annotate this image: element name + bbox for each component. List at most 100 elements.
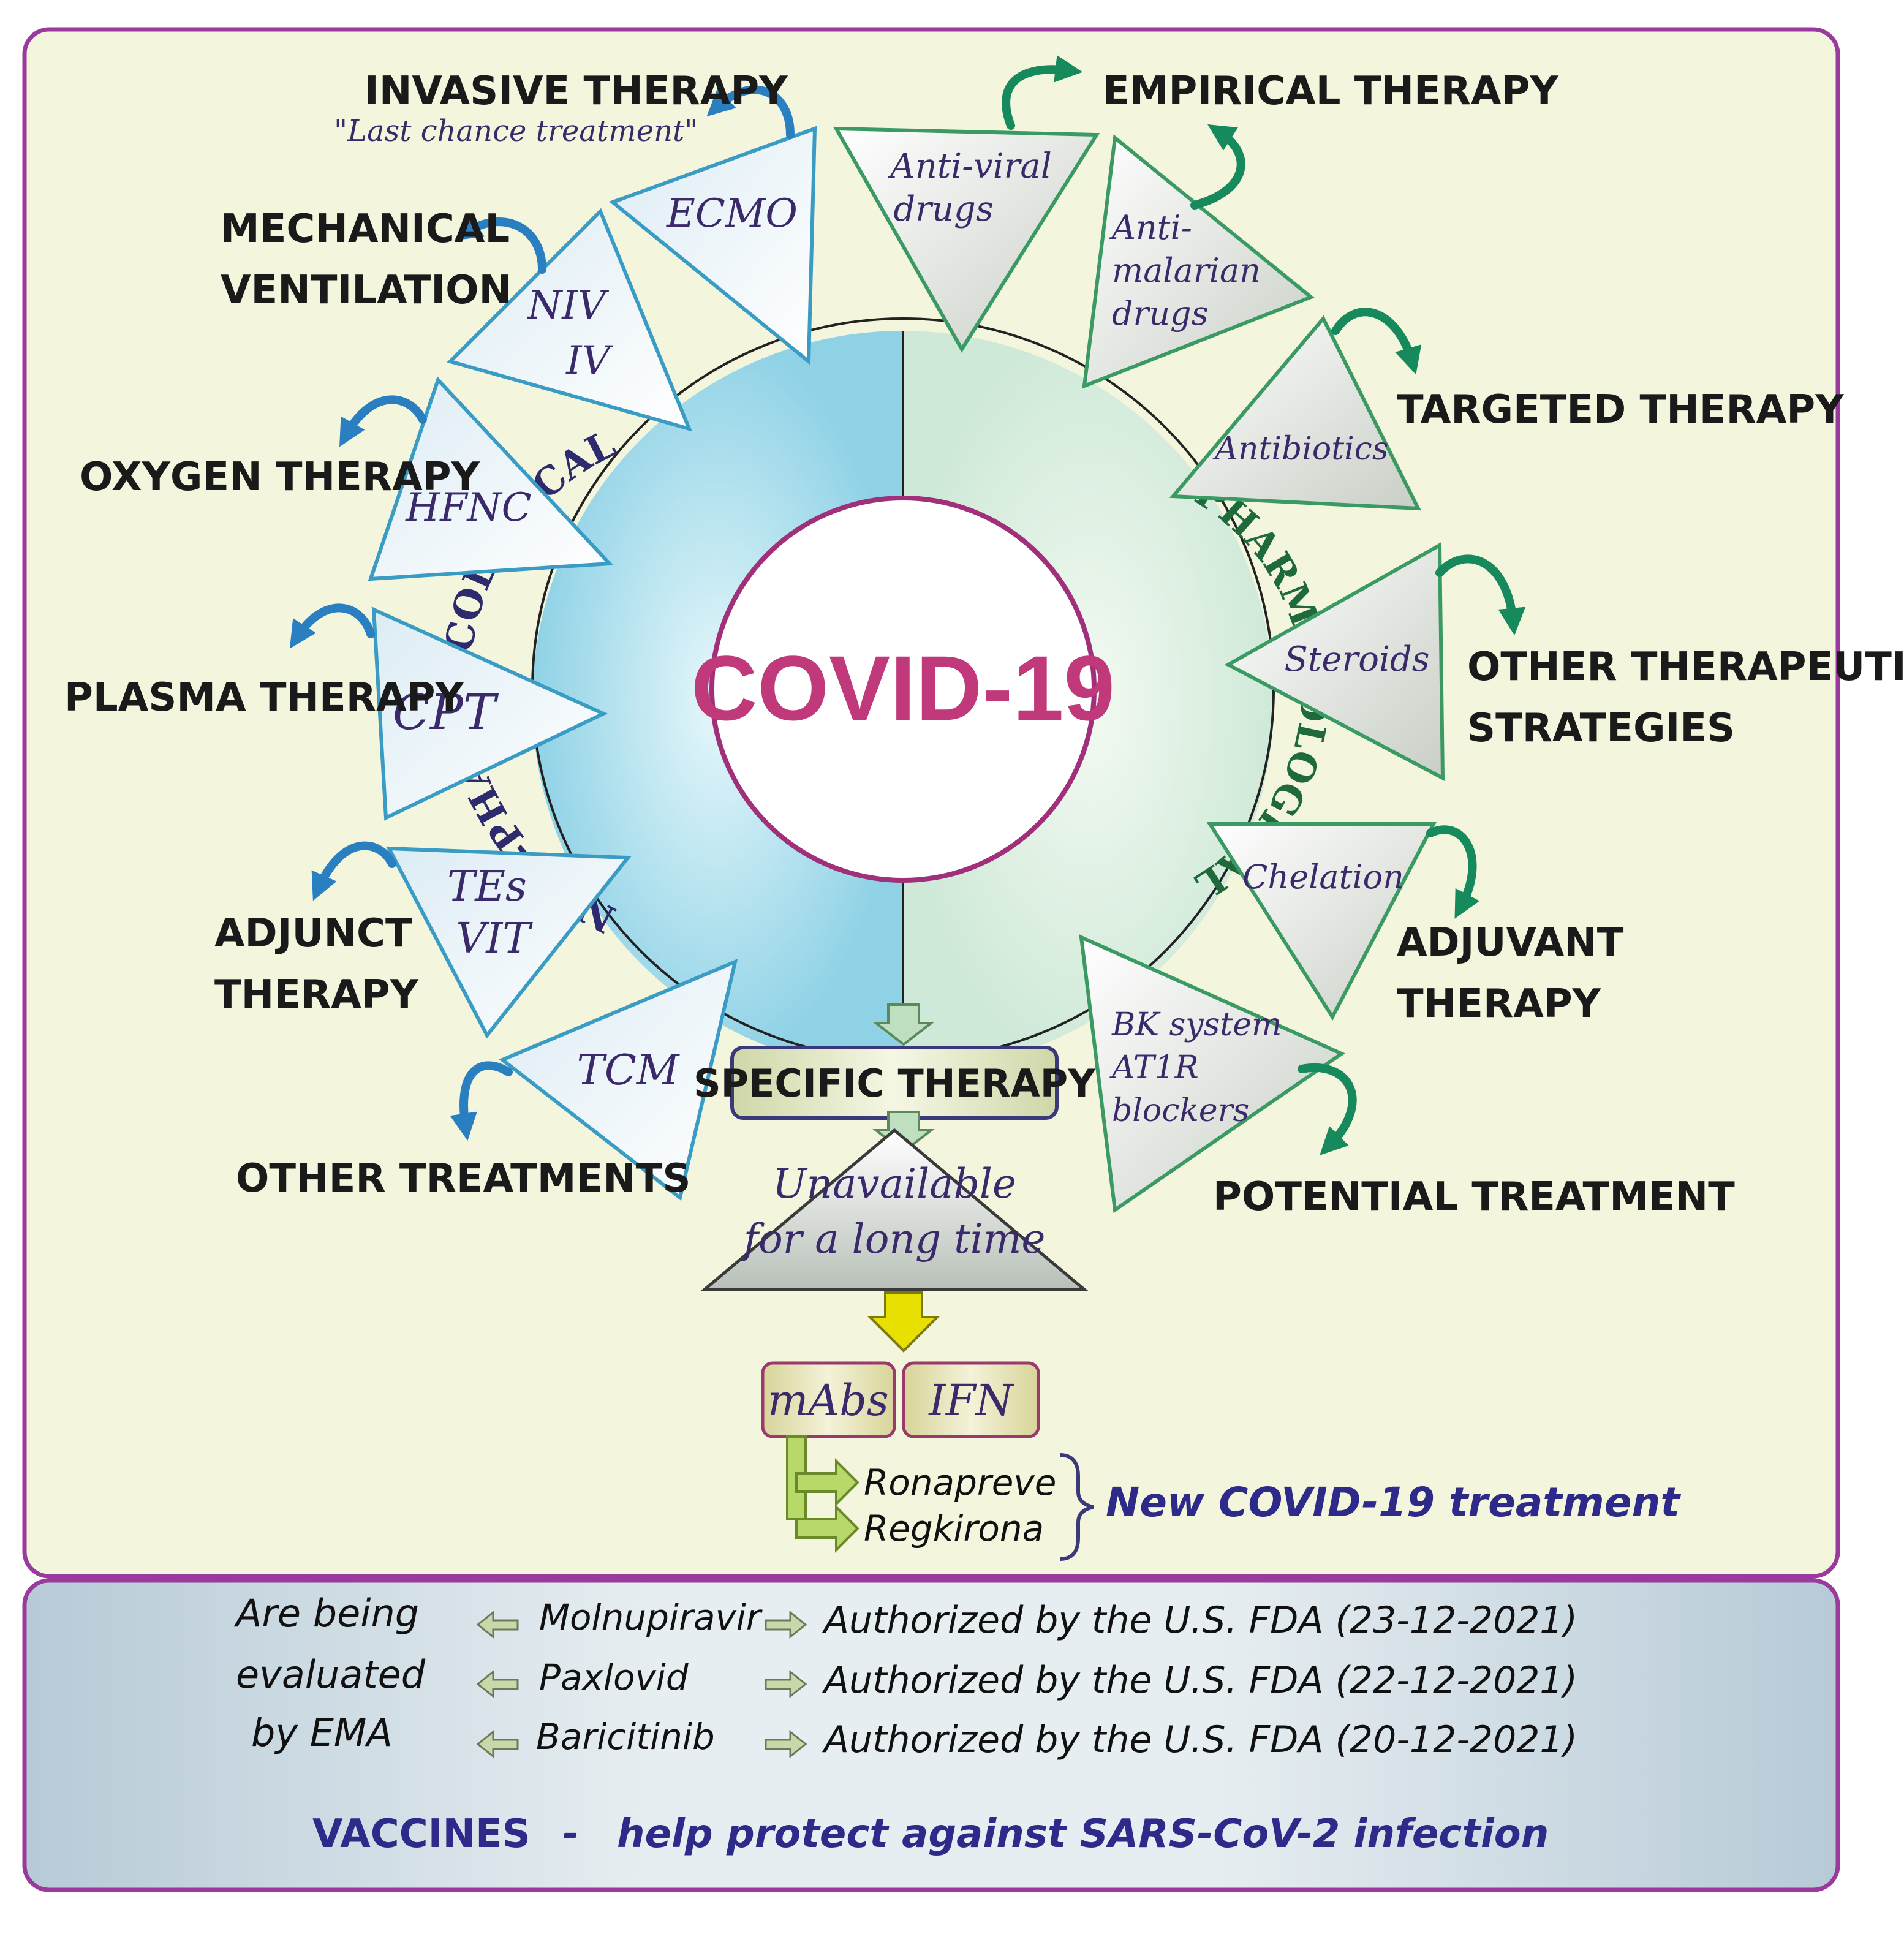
arrow-adjunct-icon (311, 841, 396, 901)
arrow-other-strategies-icon (1435, 554, 1526, 636)
triangle-niv-iv (447, 208, 693, 432)
triangle-tes-vit (385, 846, 632, 1039)
node-cpt: CPT (393, 684, 499, 741)
drug-ronapreve: Ronapreve (864, 1462, 1056, 1503)
arrow-antimalarian-icon (1190, 124, 1245, 210)
ema-line-3: by EMA (251, 1710, 393, 1755)
node-drugs-1: drugs (893, 189, 993, 229)
label-adjuvant-therapy: THERAPY (1397, 981, 1601, 1027)
ema-fda-section: Are being evaluated by EMA Molnupiravir … (233, 1591, 1577, 1857)
center-circle (709, 496, 1097, 883)
left-node-labels: ECMO NIV IV HFNC CPT TEs VIT TCM (393, 191, 798, 1095)
arrow-down-icon-2 (872, 1111, 935, 1154)
triangle-hfnc (368, 376, 614, 581)
triangle-tcm (499, 958, 738, 1201)
node-anti: Anti- (1109, 208, 1192, 247)
node-tcm: TCM (576, 1046, 680, 1095)
label-plasma-therapy: PLASMA THERAPY (64, 675, 464, 720)
unavailable-line-1: Unavailable (773, 1160, 1016, 1207)
specific-therapy-label: SPECIFIC THERAPY (693, 1061, 1096, 1106)
arrow-plasma-icon (289, 603, 375, 649)
left-arrows (476, 1610, 519, 1759)
right-therapy-labels: EMPIRICAL THERAPY TARGETED THERAPY OTHER… (1103, 69, 1904, 1220)
triangle-cpt (371, 606, 608, 821)
node-antibiotics: Antibiotics (1212, 431, 1388, 467)
triangle-steroids (1224, 542, 1445, 782)
drug-baricitinib: Baricitinib (536, 1716, 715, 1758)
label-oxygen-therapy: OXYGEN THERAPY (80, 455, 480, 500)
right-arrow-icon-3 (765, 1729, 807, 1759)
pharmacological-ring (903, 331, 1274, 1072)
vaccines-word: VACCINES (312, 1811, 531, 1857)
arrow-empirical-icon (1002, 55, 1083, 130)
node-tes: TEs (447, 863, 527, 911)
bottom-panel (22, 1578, 1840, 1892)
branch-arrow-ronapreve (795, 1458, 859, 1507)
right-triangles (833, 126, 1445, 1214)
unavailable-triangle (700, 1128, 1089, 1291)
left-arrow-icon-3 (476, 1729, 519, 1759)
specific-therapy-flow: SPECIFIC THERAPY Unavailable for a long … (693, 1003, 1681, 1561)
label-last-chance: "Last chance treatment" (334, 114, 698, 148)
right-arrow-icon-1 (765, 1610, 807, 1639)
unavailable-line-2: for a long time (741, 1215, 1046, 1263)
curly-brace-icon (1059, 1453, 1094, 1561)
arrow-mechanical-icon (454, 213, 546, 274)
drug-paxlovid: Paxlovid (539, 1656, 689, 1698)
arrow-targeted-icon (1331, 308, 1422, 375)
arrow-adjuvant-icon (1426, 825, 1480, 919)
curved-arrows (289, 55, 1526, 1155)
vaccines-dash: - (562, 1811, 579, 1857)
node-blockers: blockers (1112, 1092, 1249, 1129)
right-node-labels: Anti-viral drugs Anti- malarian drugs An… (887, 146, 1429, 1129)
arrow-oxygen-icon (339, 395, 427, 447)
arrow-invasive-icon (706, 85, 795, 139)
triangle-antibiotics (1169, 315, 1421, 511)
center-title: COVID-19 (691, 636, 1115, 739)
node-steroids: Steroids (1285, 640, 1430, 679)
ema-line-2: evaluated (236, 1652, 426, 1697)
left-arrow-icon-2 (476, 1669, 519, 1699)
node-niv: NIV (526, 283, 609, 328)
node-drugs-2: drugs (1112, 294, 1208, 333)
right-arrows (765, 1610, 807, 1759)
right-arrow-icon-2 (765, 1669, 807, 1699)
label-adjunct-therapy: THERAPY (214, 972, 419, 1018)
left-therapy-labels: INVASIVE THERAPY "Last chance treatment"… (64, 69, 788, 1201)
triangle-chelation (1206, 822, 1437, 1021)
drug-regkirona: Regkirona (864, 1508, 1044, 1549)
node-vit: VIT (456, 915, 533, 963)
label-adjunct: ADJUNCT (214, 911, 412, 956)
label-mechanical: MECHANICAL (221, 206, 510, 252)
node-bk-system: BK system (1111, 1007, 1282, 1043)
central-wheel: COVID-19 NON-PHARMACOLOGICAL PHARMACOLOG… (434, 317, 1338, 1072)
label-other-therapeutic: OTHER THERAPEUTIC (1467, 644, 1904, 690)
node-ecmo: ECMO (666, 191, 798, 236)
triangle-antiviral (833, 126, 1100, 353)
ifn-label: IFN (927, 1375, 1014, 1426)
fda-line-2: Authorized by the U.S. FDA (22-12-2021) (822, 1659, 1577, 1702)
label-other-treatments: OTHER TREATMENTS (236, 1156, 691, 1201)
arrow-other-treatments-icon (450, 1061, 513, 1141)
label-potential-treatment: POTENTIAL TREATMENT (1213, 1174, 1735, 1220)
left-triangles (368, 126, 817, 1201)
triangle-antimalarian (1082, 134, 1315, 389)
node-malarian: malarian (1112, 251, 1261, 290)
left-arrow-icon-1 (476, 1610, 519, 1639)
label-empirical-therapy: EMPIRICAL THERAPY (1103, 69, 1558, 114)
label-adjuvant: ADJUVANT (1397, 920, 1624, 965)
node-hfnc: HFNC (405, 485, 531, 531)
label-targeted-therapy: TARGETED THERAPY (1397, 387, 1844, 433)
ifn-box (902, 1361, 1040, 1438)
mabs-box (761, 1361, 896, 1438)
drug-molnupiravir: Molnupiravir (539, 1596, 763, 1638)
node-at1r: AT1R (1109, 1049, 1199, 1086)
node-chelation: Chelation (1242, 858, 1404, 896)
triangle-bk-system (1079, 934, 1346, 1214)
branch-arrow-regkirona (795, 1504, 859, 1553)
label-strategies: STRATEGIES (1467, 706, 1735, 751)
node-antiviral: Anti-viral (887, 146, 1051, 186)
node-iv: IV (565, 338, 613, 383)
arrow-potential-icon (1298, 1063, 1357, 1155)
